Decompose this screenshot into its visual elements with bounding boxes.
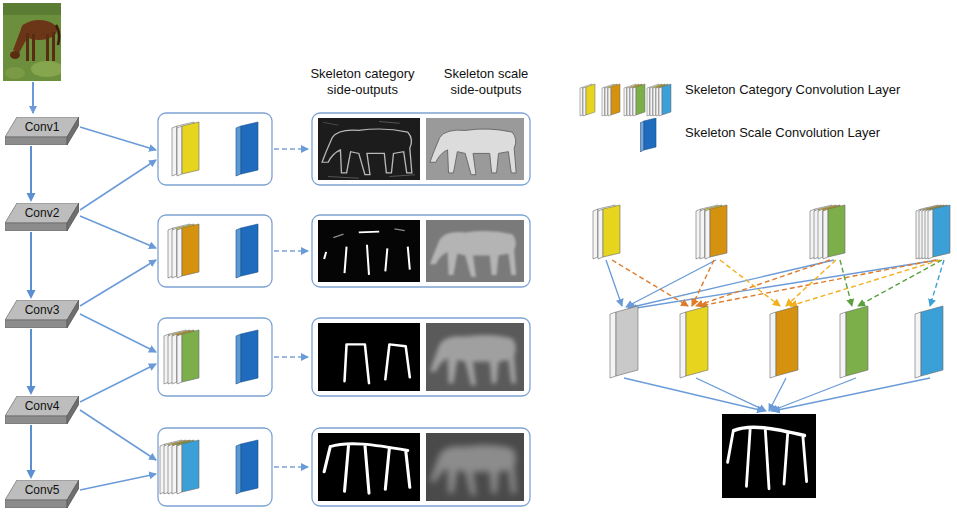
legend-swatch bbox=[640, 118, 658, 152]
fusion-dashed-lines bbox=[612, 260, 944, 306]
conv-block: Conv2 bbox=[5, 203, 79, 231]
conv-block: Conv5 bbox=[5, 480, 79, 508]
scale-map bbox=[426, 220, 524, 282]
legend-category-icon bbox=[580, 84, 671, 116]
conv-block: Conv4 bbox=[5, 396, 79, 424]
conv-block: Conv3 bbox=[5, 300, 79, 328]
fusion-output-lines bbox=[624, 378, 930, 411]
dashed-arrows bbox=[274, 149, 308, 467]
category-map bbox=[318, 118, 420, 180]
fusion-maps bbox=[610, 306, 943, 378]
scale-map bbox=[426, 433, 524, 501]
column-heading: Skeleton scale side-outputs bbox=[436, 66, 536, 98]
layer-name: Conv5 bbox=[5, 480, 79, 500]
scale-map bbox=[426, 118, 524, 180]
input-arrow bbox=[32, 82, 34, 113]
legend-text: Skeleton Scale Convolution Layer bbox=[685, 125, 880, 141]
layer-stacks bbox=[160, 122, 258, 494]
flow-arrow bbox=[27, 425, 36, 479]
conv-block: Conv1 bbox=[5, 117, 79, 145]
legend-text: Skeleton Category Convolution Layer bbox=[685, 82, 900, 98]
layer-name: Conv1 bbox=[5, 117, 79, 137]
layer-name: Conv2 bbox=[5, 203, 79, 223]
layer-name: Conv3 bbox=[5, 300, 79, 320]
flow-arrow bbox=[27, 146, 36, 202]
flow-arrow bbox=[27, 329, 36, 395]
scale-map bbox=[426, 323, 524, 391]
category-map bbox=[318, 220, 420, 282]
feature-lines bbox=[80, 127, 156, 490]
fused-output bbox=[722, 414, 816, 498]
column-heading: Skeleton category side-outputs bbox=[300, 66, 425, 98]
category-map bbox=[318, 433, 420, 501]
flow-arrow bbox=[27, 232, 36, 299]
layer-name: Conv4 bbox=[5, 396, 79, 416]
input-photo bbox=[3, 3, 63, 81]
output-box bbox=[312, 113, 530, 506]
fusion-inputs bbox=[593, 205, 950, 259]
fusion-lines bbox=[606, 260, 938, 309]
branch-box bbox=[158, 113, 272, 506]
category-map bbox=[318, 323, 420, 391]
